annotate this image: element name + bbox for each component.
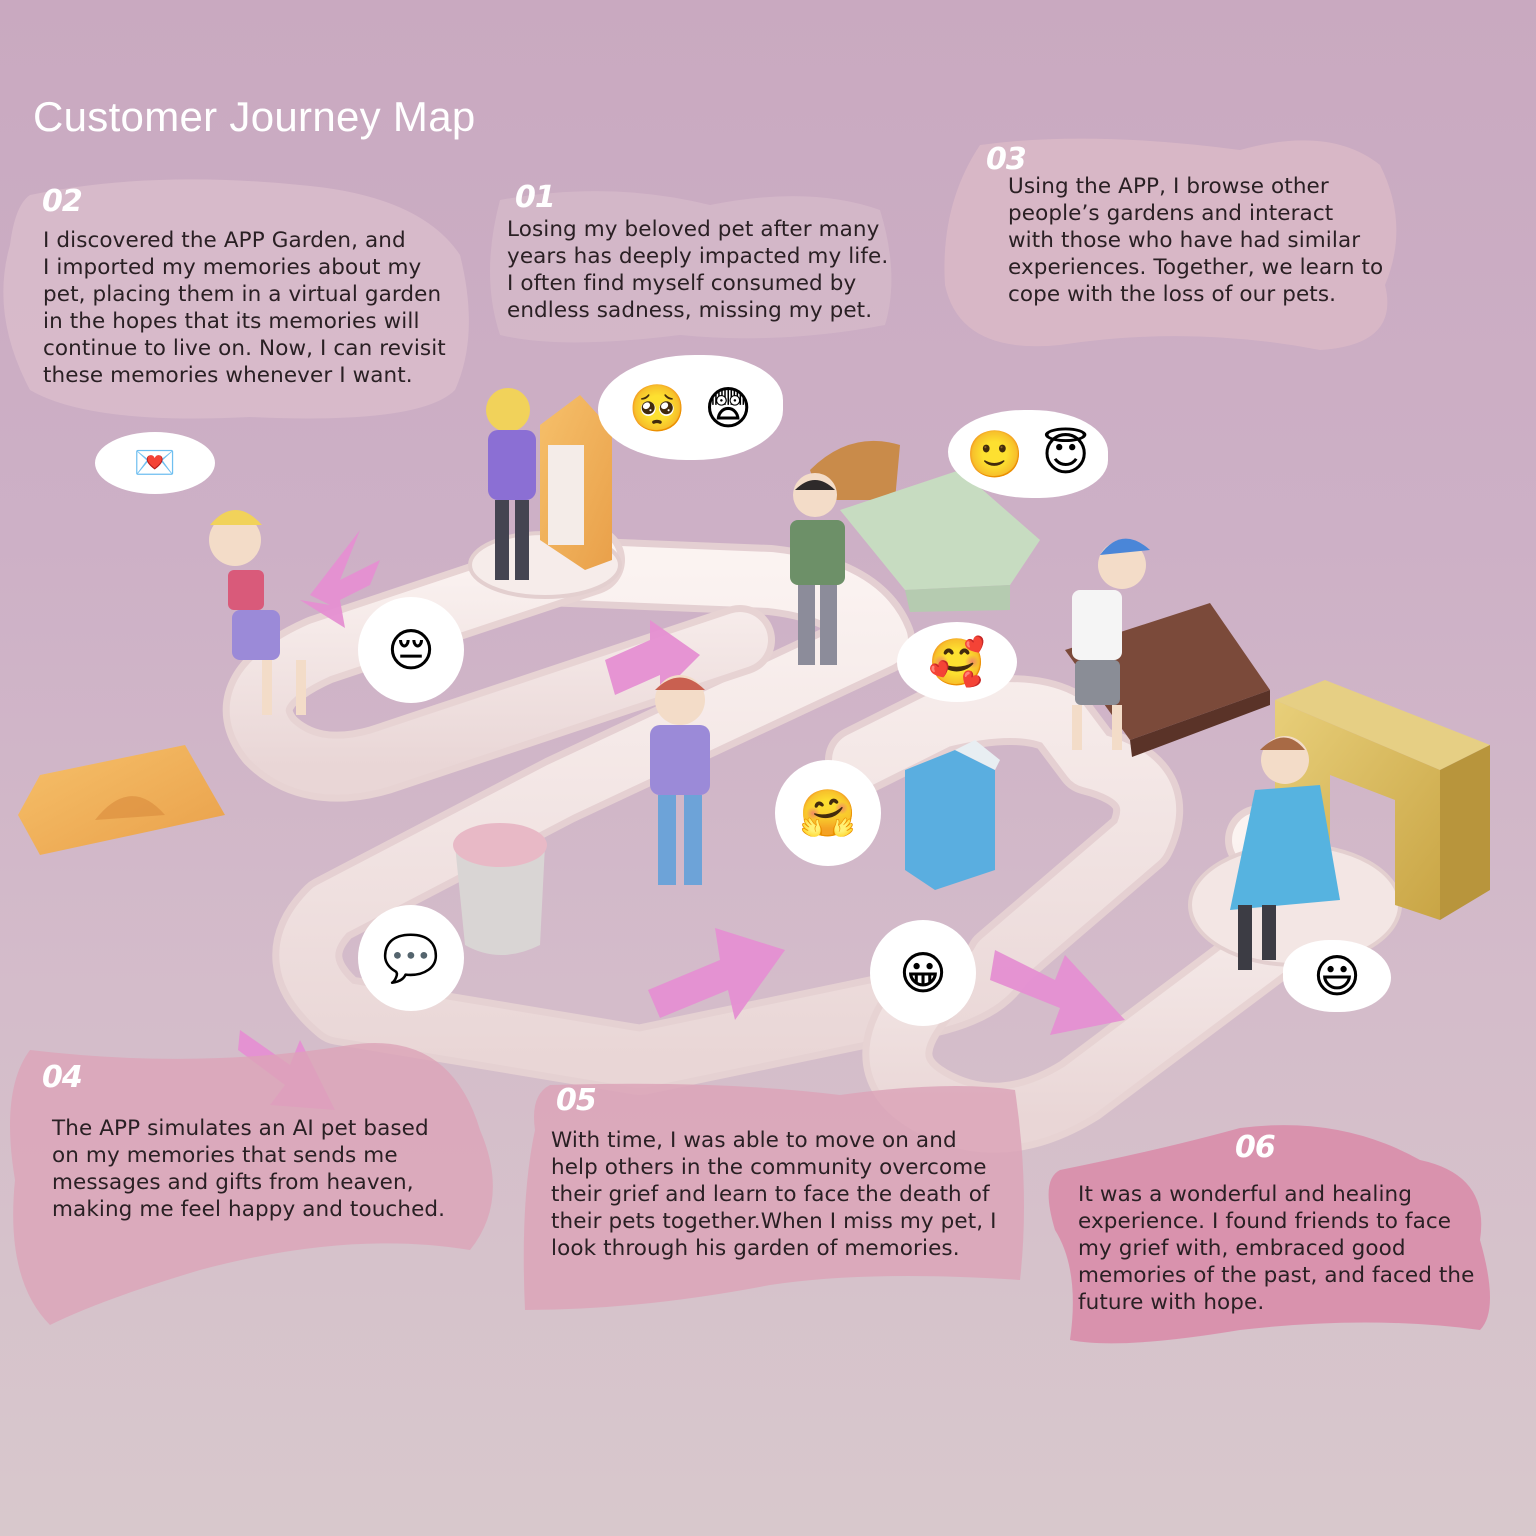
tent-prop (18, 745, 225, 855)
pleading-face-icon: 🥺 (628, 380, 687, 435)
grinning-face-icon: 😀 (899, 946, 947, 1000)
coffee-cup-prop (453, 823, 547, 955)
anxious-face-icon: 😨 (704, 380, 753, 435)
slightly-smiling-face-icon: 🙂 (966, 427, 1024, 481)
stage-06-card-bg (1048, 1125, 1490, 1344)
emoji-bubble-stage-01: 🥺 😨 (598, 355, 783, 460)
emoji-bubble-hugging: 🤗 (775, 760, 881, 866)
emoji-bubble-stage-06: 😃 (1283, 940, 1391, 1012)
stage-05-number: 05 (556, 1083, 597, 1118)
page-title: Customer Journey Map (33, 93, 476, 140)
arrow-down-right (990, 950, 1125, 1035)
stage-02-card-bg (3, 179, 469, 419)
emoji-bubble-stage-03: 🙂 😇 (948, 410, 1108, 498)
hugging-face-icon: 🤗 (799, 786, 857, 840)
stage-06-number: 06 (1235, 1130, 1276, 1165)
stage-01-number: 01 (515, 180, 556, 215)
emoji-bubble-pensive: 😔 (358, 597, 464, 703)
grinning-face-big-eyes-icon: 😃 (1313, 949, 1361, 1003)
figure-girl-pigtails (209, 510, 306, 715)
figure-girl-red-hair (650, 675, 710, 885)
speech-balloon-icon: 💬 (382, 931, 440, 985)
figure-boy-purple (486, 388, 536, 580)
emoji-bubble-speech: 💬 (358, 905, 464, 1011)
stage-03-number: 03 (986, 142, 1027, 177)
emoji-bubble-grinning: 😀 (870, 920, 976, 1026)
stage-02-number: 02 (42, 184, 83, 219)
stage-02-text: I discovered the APP Garden, and I impor… (43, 228, 446, 388)
smiling-face-with-halo-icon: 😇 (1041, 427, 1090, 481)
love-letter-icon: 💌 (133, 443, 177, 483)
stage-06-text: It was a wonderful and healing experienc… (1078, 1182, 1475, 1315)
stage-05-text: With time, I was able to move on and hel… (551, 1128, 997, 1261)
milk-carton-prop (905, 740, 1000, 890)
stage-01-text: Losing my beloved pet after many years h… (507, 217, 889, 323)
smiling-face-with-hearts-icon: 🥰 (928, 635, 986, 689)
stage-04-card-bg (10, 1043, 493, 1325)
arrow-left (300, 530, 380, 628)
arrow-right-2 (648, 928, 785, 1020)
figure-girl-blue-dress (1230, 736, 1340, 970)
doorframe-prop (540, 395, 612, 570)
stage-01-card-bg (490, 191, 892, 343)
emoji-bubble-love-letter: 💌 (95, 432, 215, 494)
figure-man-green (790, 473, 845, 665)
stage-03-card-bg (944, 138, 1397, 350)
stage-03-text: Using the APP, I browse other people’s g… (1008, 174, 1384, 307)
figure-boy-cap (1072, 538, 1150, 750)
emoji-bubble-hearts: 🥰 (897, 622, 1017, 702)
pensive-face-icon: 😔 (387, 623, 435, 677)
stage-04-number: 04 (42, 1060, 83, 1095)
stage-05-card-bg (523, 1083, 1024, 1310)
stage-04-text: The APP simulates an AI pet based on my … (52, 1116, 446, 1222)
